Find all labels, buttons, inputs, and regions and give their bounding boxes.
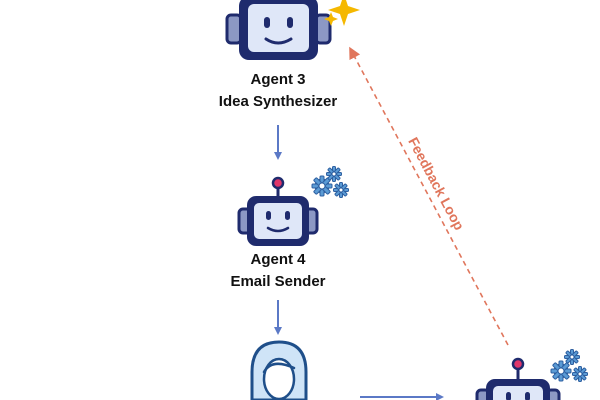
- agent-4-robot-icon: [237, 176, 319, 246]
- feedback-loop-arrow: [349, 46, 509, 346]
- next-agent-robot-icon: [475, 357, 561, 400]
- agent-4-subtitle: Email Sender: [230, 273, 325, 290]
- agent-3-robot-icon: [225, 0, 332, 60]
- sparkle-icon: [324, 0, 360, 26]
- agent-3-title: Agent 3: [250, 71, 305, 88]
- gear-icon: [550, 349, 588, 382]
- agent-3-subtitle: Idea Synthesizer: [219, 93, 338, 110]
- person-icon: [250, 340, 308, 400]
- gear-icon: [311, 166, 349, 198]
- agent-4-title: Agent 4: [250, 251, 306, 268]
- feedback-loop-label: Feedback Loop: [405, 135, 467, 233]
